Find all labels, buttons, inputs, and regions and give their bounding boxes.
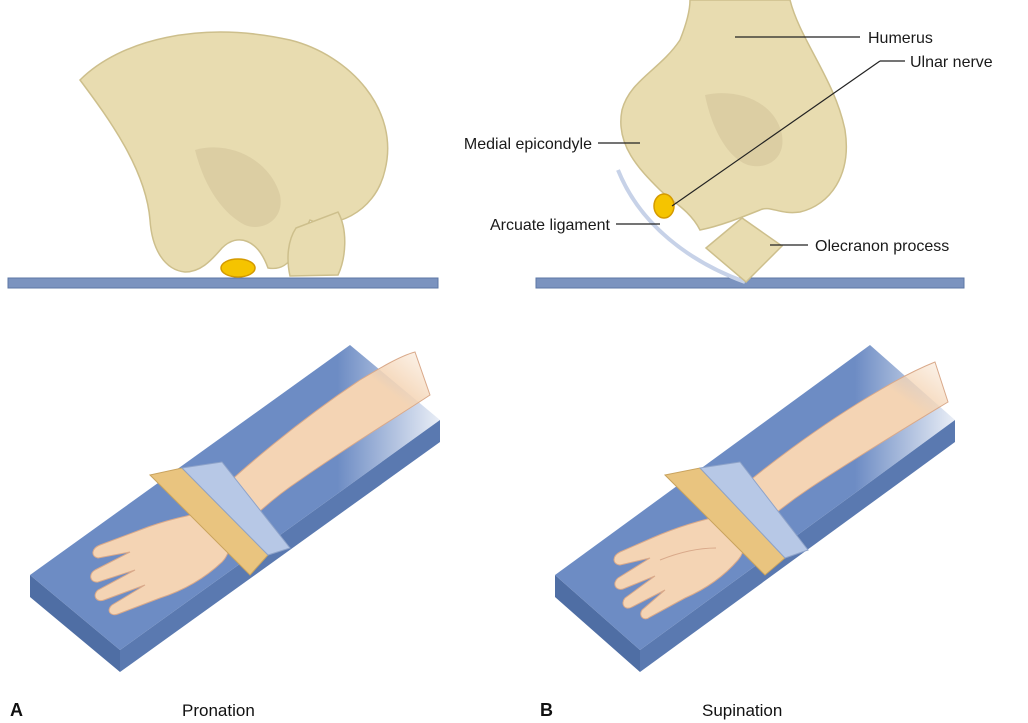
panel-a-elbow (8, 32, 438, 288)
table-surface-b (536, 278, 964, 288)
arcuate-ligament-label: Arcuate ligament (490, 217, 611, 234)
medial-epicondyle-label: Medial epicondyle (464, 136, 592, 153)
panel-a-arm-board (30, 345, 440, 672)
panel-b-elbow: Humerus Ulnar nerve Medial epicondyle Ar… (464, 0, 993, 288)
table-surface-a (8, 278, 438, 288)
panel-b-letter: B (540, 700, 553, 720)
panel-b-caption: Supination (702, 701, 782, 720)
panel-a-letter: A (10, 700, 23, 720)
ulnar-nerve-label: Ulnar nerve (910, 54, 993, 71)
humerus-label: Humerus (868, 30, 933, 47)
panel-b-arm-board (555, 345, 955, 672)
olecranon-process-label: Olecranon process (815, 238, 949, 255)
ulnar-nerve-b (654, 194, 674, 218)
panel-a-caption: Pronation (182, 701, 255, 720)
ulnar-nerve-a (221, 259, 255, 277)
